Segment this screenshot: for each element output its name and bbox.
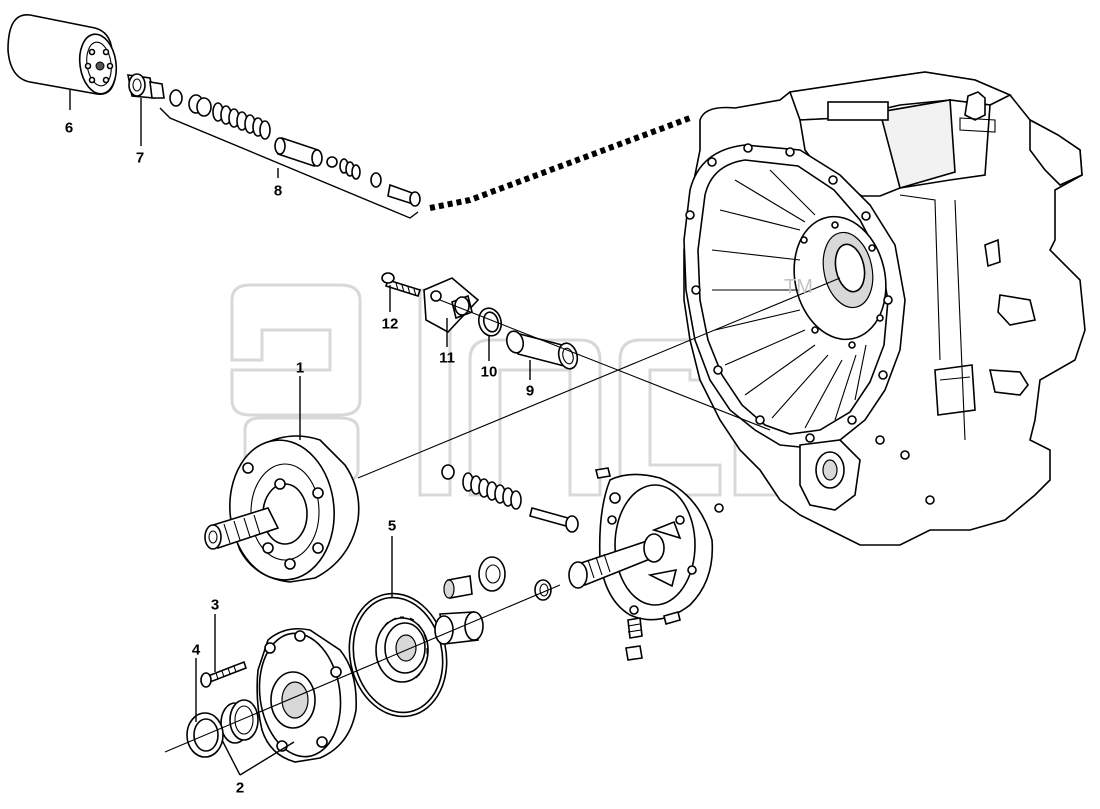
callout-8: 8 (273, 182, 283, 200)
callout-12: 12 (381, 315, 399, 333)
pump-cover-plate (568, 473, 714, 621)
callout-9: 9 (525, 382, 535, 400)
part-10-o-ring (477, 307, 503, 337)
callout-5: 5 (387, 517, 397, 535)
leader-lines (69, 90, 531, 776)
callout-3: 3 (210, 596, 220, 614)
callout-10: 10 (480, 363, 498, 381)
part-9-sleeve (505, 330, 579, 370)
transmission-housing (683, 71, 1086, 546)
bushing (220, 699, 259, 744)
part-3-screw (200, 660, 247, 688)
callout-4: 4 (191, 641, 201, 659)
callout-2: 2 (235, 779, 245, 797)
gear-large (375, 616, 429, 683)
sleeve-axis-line (439, 299, 771, 431)
connection-dashed-line (429, 115, 692, 211)
small-hardware (595, 467, 724, 661)
callout-6: 6 (64, 119, 74, 137)
gear-small (478, 556, 506, 592)
part-11-plate (423, 277, 480, 333)
part-12-bolt (381, 272, 422, 297)
part-6-oil-filter (7, 14, 118, 95)
needle-bearing (443, 575, 473, 599)
callout-1: 1 (295, 359, 305, 377)
callout-7: 7 (135, 149, 145, 167)
valve-spring-middle (441, 464, 579, 533)
part-2-pump-housing (256, 627, 357, 763)
front-axis-line (164, 584, 561, 753)
callout-11: 11 (439, 349, 455, 367)
watermark-tm: TM (784, 276, 813, 298)
part-1-pump-assembly (204, 435, 360, 583)
part-7-fitting (127, 73, 165, 99)
pump-axis-line (357, 277, 841, 479)
part-8-valve-assembly (159, 89, 421, 219)
